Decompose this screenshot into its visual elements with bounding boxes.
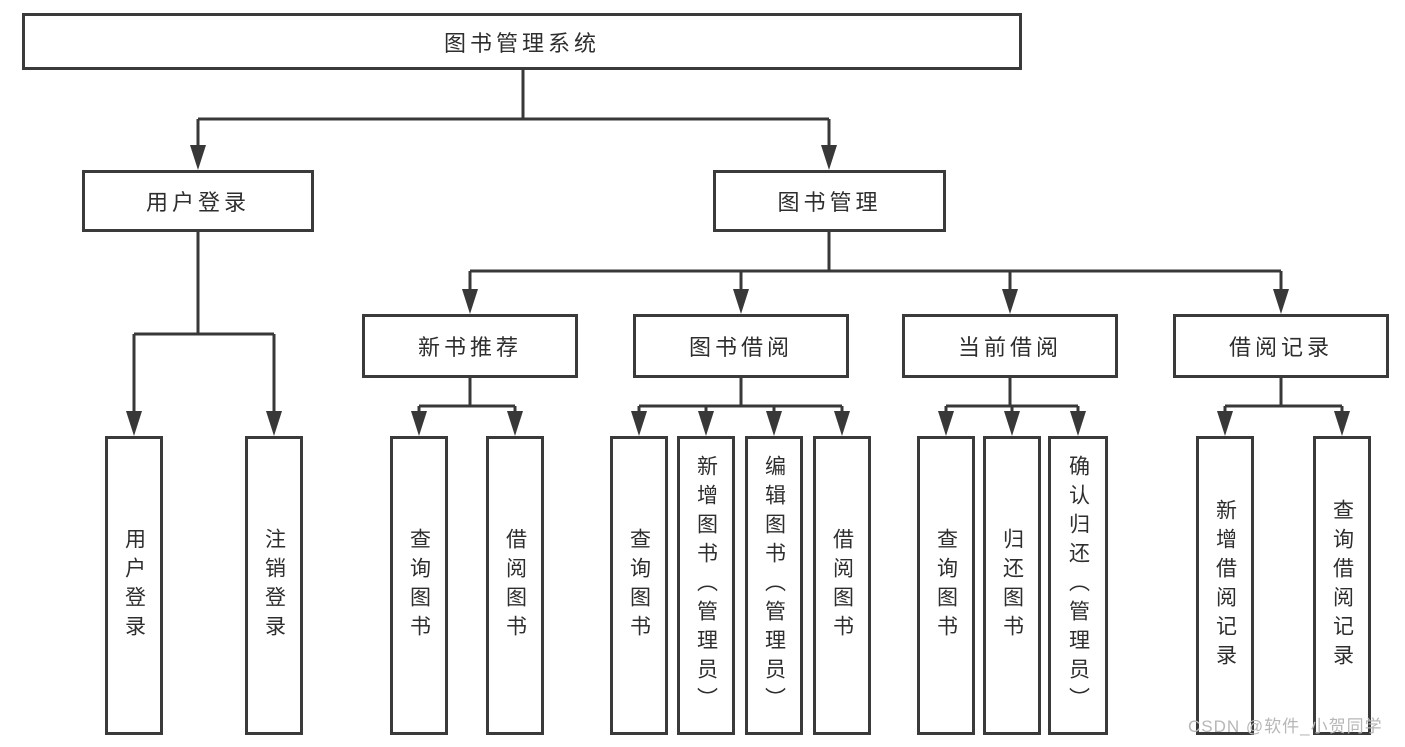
node-current-query-books-label: 查询图书 [934,527,958,644]
node-current-return-books-label: 归还图书 [1000,527,1024,644]
csdn-watermark: CSDN @软件_小贺同学 [1188,717,1383,736]
node-current-return-books: 归还图书 [983,436,1041,735]
node-borrowing-query-books-label: 查询图书 [627,527,651,644]
node-recommend-borrow-books: 借阅图书 [486,436,544,735]
node-user-login: 用户登录 [82,170,314,232]
node-borrowing-borrow-books-label: 借阅图书 [830,527,854,644]
arrowheads [126,145,1350,436]
node-book-management: 图书管理 [713,170,946,232]
node-borrowing-edit-books-admin-label: 编辑图书（管理员） [762,455,786,716]
node-borrowing-edit-books-admin: 编辑图书（管理员） [745,436,803,735]
node-new-book-recommend-label: 新书推荐 [417,335,522,360]
node-current-confirm-return-admin: 确认归还（管理员） [1048,436,1108,735]
node-records-query-record: 查询借阅记录 [1313,436,1371,735]
node-records-query-record-label: 查询借阅记录 [1330,498,1354,673]
node-borrow-records: 借阅记录 [1173,314,1389,378]
node-library-system: 图书管理系统 [22,13,1022,70]
node-book-management-label: 图书管理 [777,190,882,215]
node-current-borrowing: 当前借阅 [902,314,1118,378]
node-borrow-records-label: 借阅记录 [1228,335,1333,360]
node-current-query-books: 查询图书 [917,436,975,735]
node-borrowing-add-books-admin-label: 新增图书（管理员） [694,455,718,716]
node-recommend-query-books-label: 查询图书 [407,527,431,644]
node-borrowing-add-books-admin: 新增图书（管理员） [677,436,735,735]
node-book-borrowing: 图书借阅 [633,314,849,378]
node-current-borrowing-label: 当前借阅 [957,335,1062,360]
node-user-login-label: 用户登录 [145,190,250,215]
node-recommend-query-books: 查询图书 [390,436,448,735]
node-leaf-logout-label: 注销登录 [262,527,286,644]
node-leaf-logout: 注销登录 [245,436,303,735]
node-library-system-label: 图书管理系统 [443,30,600,56]
node-records-add-record: 新增借阅记录 [1196,436,1254,735]
node-leaf-user-login: 用户登录 [105,436,163,735]
node-book-borrowing-label: 图书借阅 [688,335,793,360]
node-current-confirm-return-admin-label: 确认归还（管理员） [1066,455,1090,716]
node-borrowing-borrow-books: 借阅图书 [813,436,871,735]
node-leaf-user-login-label: 用户登录 [122,527,146,644]
node-new-book-recommend: 新书推荐 [362,314,578,378]
node-recommend-borrow-books-label: 借阅图书 [503,527,527,644]
node-borrowing-query-books: 查询图书 [610,436,668,735]
node-records-add-record-label: 新增借阅记录 [1213,498,1237,673]
